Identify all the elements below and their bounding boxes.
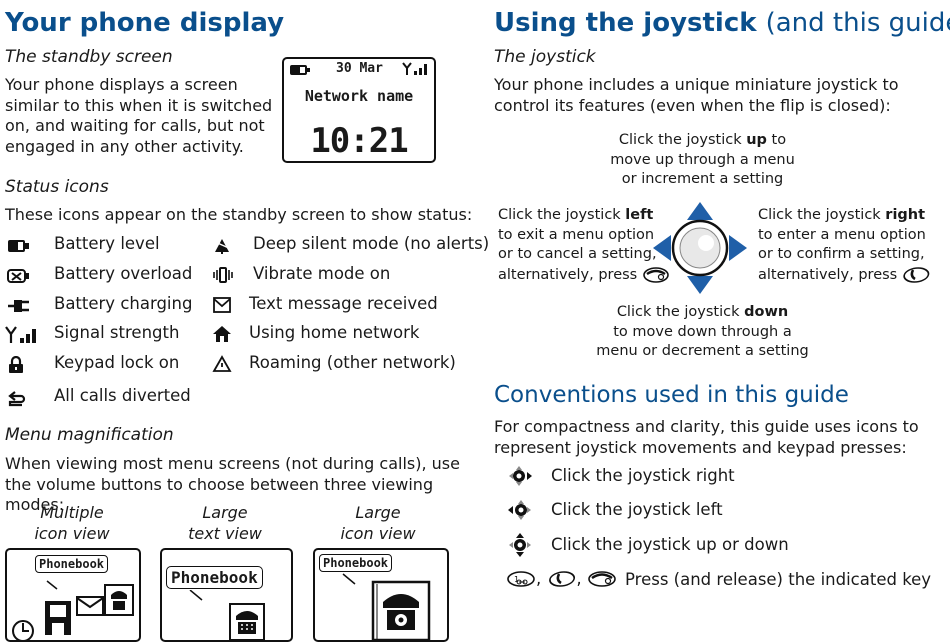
battery-charging-icon [7,297,31,315]
status-item: Text message received [249,294,438,313]
key-icons-row: 1, , [506,568,617,588]
deep-silent-icon [212,236,236,254]
signal-icon [402,62,427,75]
home-network-icon [212,325,236,343]
arrow-up-icon [687,202,713,220]
joystick-up-text: Click the joystick up to move up through… [610,132,795,187]
phonebook-label: Phonebook [319,554,393,572]
status-item: Vibrate mode on [253,264,391,283]
status-item: Signal strength [54,323,180,342]
large-phone-icon [342,573,431,640]
vibrate-icon [212,266,236,284]
joystick-left-text: Click the joystick left to exit a menu o… [498,206,669,285]
large-icon-screen: Phonebook [313,548,449,642]
voicemail-key-icon: 1 [507,571,535,587]
convention-item: Press (and release) the indicated key [625,570,932,589]
phonebook-label: Phonebook [166,566,263,589]
joystick-updown-icon [509,533,531,557]
arrow-down-icon [687,276,713,294]
menu-text: When viewing most menu screens (not duri… [5,454,460,514]
status-item: Keypad lock on [54,353,180,372]
status-item: Battery overload [54,264,193,283]
convention-item: Click the joystick left [551,500,723,519]
convention-item: Click the joystick right [551,466,735,485]
menu-icons [12,580,134,640]
end-key-icon [643,266,669,283]
signal-strength-icon [5,326,41,344]
screen-network-name: Network name [304,87,414,105]
roaming-icon [212,355,236,373]
end-key-icon [587,571,616,587]
battery-icon [290,65,310,75]
status-item: Battery charging [54,294,193,313]
phonebook-label: Phonebook [35,555,109,573]
status-item: Roaming (other network) [249,353,456,372]
standby-screen: 30 Mar Network name 10:21 [282,57,436,163]
menu-heading: Menu magnification [5,425,174,445]
joystick-left-icon [508,500,531,520]
arrow-right-icon [729,235,747,261]
joystick-right-text: Click the joystick right to enter a menu… [758,206,933,285]
standby-heading: The standby screen [5,47,173,67]
battery-overload-icon [7,267,31,285]
screen-date: 30 Mar [336,61,383,76]
right-title: Using the joystick (and this guide) [494,8,950,38]
svg-text:1: 1 [514,575,519,584]
call-key-icon [549,571,576,587]
large-text-screen: Phonebook [160,548,293,642]
calls-diverted-icon [7,389,31,407]
joystick-down-text: Click the joystick down to move down thr… [596,304,809,359]
joystick-heading: The joystick [494,47,596,67]
joystick-diagram [653,202,747,294]
conventions-text: For compactness and clarity, this guide … [494,417,919,457]
status-item: Deep silent mode (no alerts) [253,234,490,253]
multiple-icon-screen: Phonebook [5,548,141,642]
status-item: All calls diverted [54,386,191,405]
status-heading: Status icons [5,177,109,197]
status-item: Battery level [54,234,160,253]
keypad-lock-icon [7,356,31,374]
envelope-icon [212,296,236,314]
call-key-icon [903,266,930,283]
status-item: Using home network [249,323,420,342]
arrow-left-icon [653,235,671,261]
standby-text: Your phone displays a screen similar to … [5,75,273,156]
joystick-text: Your phone includes a unique miniature j… [494,75,899,115]
joystick-right-icon [509,466,532,486]
conventions-heading: Conventions used in this guide [494,382,849,408]
phone-icon [189,590,265,640]
left-title: Your phone display [5,8,285,38]
convention-item: Click the joystick up or down [551,535,789,554]
status-intro: These icons appear on the standby screen… [5,205,473,224]
battery-level-icon [7,237,31,255]
screen-time: 10:21 [310,121,408,161]
